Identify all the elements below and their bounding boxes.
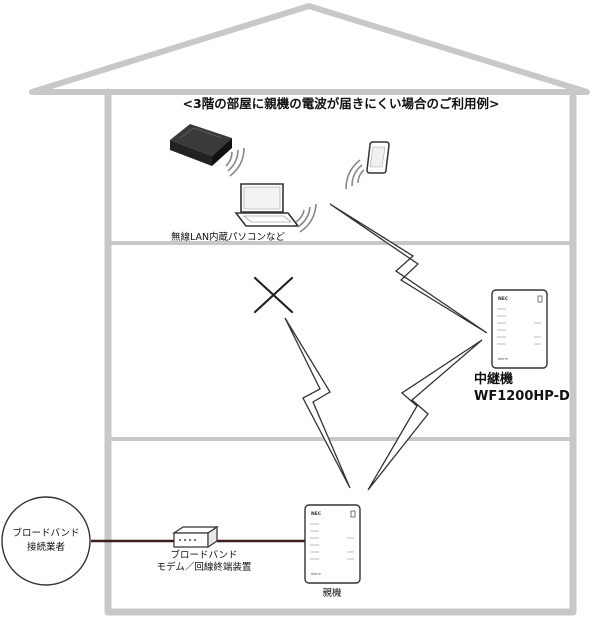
house-outline <box>29 3 590 616</box>
repeater-label-line1: 中継機 <box>474 371 513 387</box>
third-floor-router-icon <box>170 124 232 166</box>
repeater-led-indicators <box>497 308 541 345</box>
parent-device: NEC Aterm <box>304 504 361 584</box>
lightning-bolt-icon-parent-blocked <box>284 317 351 489</box>
laptop-icon <box>234 183 300 227</box>
laptop-wifi-waves-icon <box>295 203 317 233</box>
modem-icon <box>172 525 219 549</box>
repeater-brand-mark: NEC <box>498 296 509 302</box>
modem-label-line1: ブロードバンド <box>171 549 238 561</box>
repeater-device: NEC Aterm <box>491 289 548 369</box>
smartphone-icon <box>366 141 390 174</box>
repeater-button-icon <box>537 295 543 303</box>
modem-label-line2: モデム／回線終端装置 <box>157 561 252 573</box>
repeater-label-line2: WF1200HP-D <box>474 389 570 404</box>
house-walls <box>104 88 577 616</box>
lightning-bolt-icon-repeater-to-devices <box>329 203 488 334</box>
lightning-bolt-icon-parent-to-repeater <box>367 339 483 491</box>
house-roof <box>29 3 590 95</box>
repeater-footer-mark: Aterm <box>498 357 508 361</box>
isp-node <box>1 496 91 586</box>
smartphone-wifi-waves-icon <box>345 159 365 190</box>
parent-button-icon <box>350 510 356 518</box>
parent-led-indicators <box>310 523 354 560</box>
isp-label-line1: ブロードバンド <box>13 527 80 539</box>
blocked-x-icon <box>253 276 294 314</box>
router-wifi-waves-icon <box>225 147 245 177</box>
parent-footer-mark: Aterm <box>311 572 321 576</box>
isp-label-line2: 接続業者 <box>27 541 65 553</box>
parent-label: 親機 <box>322 587 342 599</box>
parent-brand-mark: NEC <box>311 511 322 517</box>
diagram-title: <3階の部屋に親機の電波が届きにくい場合のご利用例> <box>183 96 500 111</box>
laptop-label: 無線LAN内蔵パソコンなど <box>171 231 286 243</box>
